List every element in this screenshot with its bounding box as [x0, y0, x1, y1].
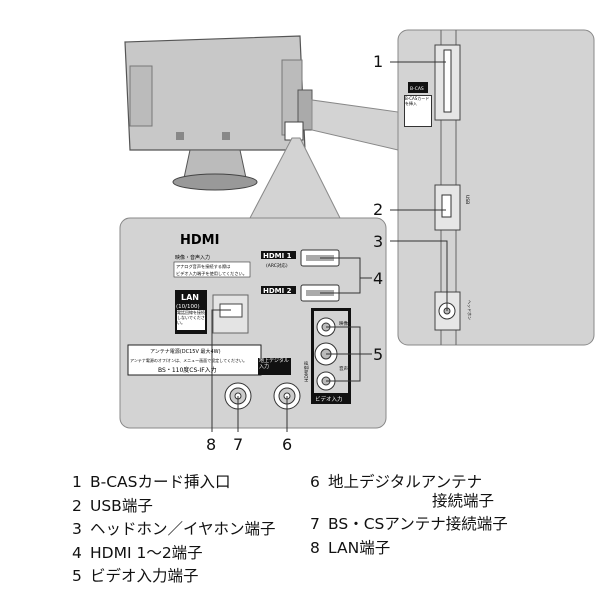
legend-text: ヘッドホン／イヤホン端子 — [90, 520, 276, 538]
legend-num: 8 — [310, 539, 320, 557]
hdmi1-sub: (ARC対応) — [266, 262, 288, 269]
legend-text: LAN端子 — [328, 539, 391, 557]
av-title: 映像・音声入力 — [175, 254, 210, 261]
legend-text: ビデオ入力端子 — [90, 567, 199, 585]
callout-5: 5 — [373, 345, 383, 364]
callout-8: 8 — [206, 435, 216, 454]
hdmi-audio-label: HDMI音声 — [303, 360, 310, 382]
bs-input-label: BS・110度CS-IF入力 — [158, 366, 217, 374]
callout-numbers: 1 2 3 4 5 6 7 8 — [206, 52, 383, 454]
legend-num: 1 — [72, 473, 82, 491]
legend-item: 3 ヘッドホン／イヤホン端子 — [72, 517, 276, 539]
video-input-label: ビデオ入力 — [315, 395, 343, 403]
legend-num: 2 — [72, 497, 82, 515]
callout-2: 2 — [373, 200, 383, 219]
lan-note: 電話回線を接続しないでください。 — [177, 310, 205, 330]
legend-item-cont: 接続端子 — [432, 489, 494, 511]
hdmi1-label: HDMI 1 — [263, 252, 292, 260]
av-note: ビデオ入力端子を使用してください。 — [176, 270, 247, 277]
legend-num: 5 — [72, 567, 82, 585]
connector-panel: HDMI 映像・音声入力 アナログ音声を接続する際は ビデオ入力端子を使用してく… — [119, 217, 387, 429]
lan-speed: (10/100) — [176, 304, 200, 310]
legend-item: 5 ビデオ入力端子 — [72, 564, 199, 586]
terrestrial-label: 地上デジタル入力 — [259, 358, 289, 370]
video-label: 映像 — [339, 320, 348, 327]
lan-label: LAN — [181, 293, 199, 302]
legend-item: 6 地上デジタルアンテナ — [310, 470, 482, 492]
legend-item: 4 HDMI 1〜2端子 — [72, 541, 203, 563]
usb-label: USB — [464, 195, 470, 204]
bcas-note: B-CASカードを挿入 — [404, 95, 432, 127]
callout-3: 3 — [373, 232, 383, 251]
legend-num: 3 — [72, 520, 82, 538]
legend-text: 地上デジタルアンテナ — [328, 473, 483, 491]
legend-num: 4 — [72, 544, 82, 562]
legend-text: 接続端子 — [432, 492, 495, 510]
side-panel: B-CAS B-CASカードを挿入 USB ヘッドホン — [397, 29, 595, 346]
legend-num: 6 — [310, 473, 320, 491]
callout-7: 7 — [233, 435, 243, 454]
legend-text: B-CASカード挿入口 — [90, 473, 231, 491]
tv-back — [124, 35, 313, 191]
antenna-note: アンテナ電源のオフ/オンは、メニュー画面で設定してください。 — [130, 357, 247, 363]
audio-label: 音声 — [339, 365, 348, 372]
hdmi-logo: HDMI — [180, 233, 219, 248]
hdmi2-label: HDMI 2 — [263, 287, 292, 295]
legend-num: 7 — [310, 515, 320, 533]
legend-text: USB端子 — [90, 497, 153, 515]
bcas-tag: B-CAS — [410, 86, 424, 92]
legend-item: 7 BS・CSアンテナ接続端子 — [310, 512, 508, 534]
av-note: アナログ音声を接続する際は — [176, 263, 230, 270]
legend-text: HDMI 1〜2端子 — [90, 544, 203, 562]
legend-item: 2 USB端子 — [72, 494, 153, 516]
callout-1: 1 — [373, 52, 383, 71]
callout-6: 6 — [282, 435, 292, 454]
legend-item: 1 B-CASカード挿入口 — [72, 470, 231, 492]
antenna-power: アンテナ電源(DC15V 最大4W) — [150, 348, 221, 355]
callout-4: 4 — [373, 269, 383, 288]
legend-item: 8 LAN端子 — [310, 536, 390, 558]
headphone-label: ヘッドホン — [467, 300, 472, 320]
legend-text: BS・CSアンテナ接続端子 — [328, 515, 508, 533]
